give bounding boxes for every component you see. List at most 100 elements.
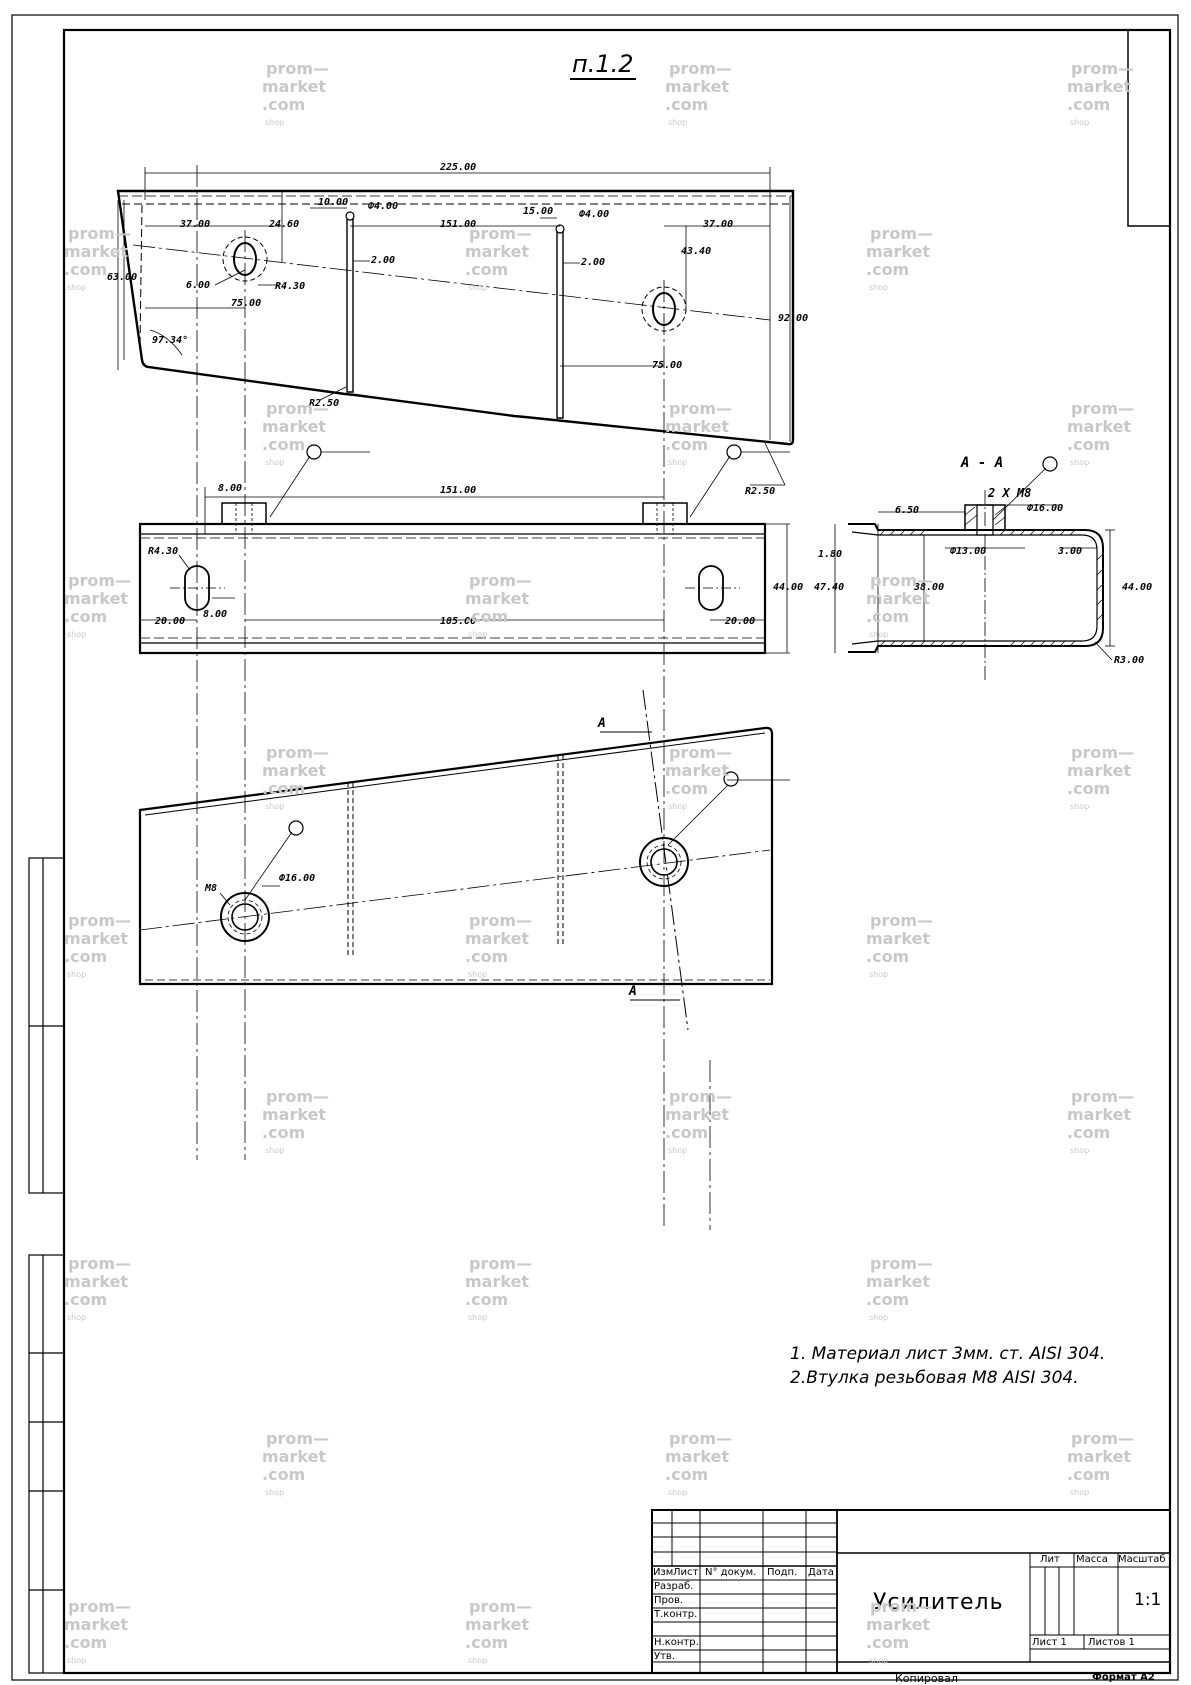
watermark-domain: .com xyxy=(1067,779,1111,798)
watermark-line-2: market xyxy=(665,1447,730,1466)
view-section-a-a xyxy=(834,456,1115,680)
watermark-line-1: prom— xyxy=(870,1597,934,1616)
section-mark-a-top: А xyxy=(598,716,606,731)
dim-37-a: 37.00 xyxy=(180,219,211,230)
watermark-line-1: prom— xyxy=(870,571,934,590)
watermark-line-2: market xyxy=(64,1615,129,1634)
watermark-domain: .com xyxy=(465,947,509,966)
watermark-domain: .com xyxy=(665,95,709,114)
watermark-line-1: prom— xyxy=(469,911,533,930)
watermark-domain: .com xyxy=(866,607,910,626)
watermark-line-1: prom— xyxy=(669,399,733,418)
watermark-suffix: shop xyxy=(1070,802,1090,811)
watermark-domain: .com xyxy=(465,260,509,279)
tb-role-approved: Утв. xyxy=(654,1651,675,1662)
watermark-line-2: market xyxy=(465,1272,530,1291)
watermark-domain: .com xyxy=(1067,1465,1111,1484)
watermark-line-2: market xyxy=(866,242,931,261)
tb-sheets-label: Листов 1 xyxy=(1088,1637,1135,1648)
watermark-line-2: market xyxy=(665,761,730,780)
view-blank xyxy=(116,165,795,1230)
dim-38: 38.00 xyxy=(914,582,945,593)
section-mark-a-bottom: А xyxy=(629,984,637,999)
dim-225: 225.00 xyxy=(440,162,477,173)
watermark-domain: .com xyxy=(465,1633,509,1652)
dim-44-a: 44.00 xyxy=(773,582,804,593)
watermark-line-1: prom— xyxy=(68,1254,132,1273)
sheet-title: п.1.2 xyxy=(570,50,636,80)
watermark-line-2: market xyxy=(465,589,530,608)
watermark-suffix: shop xyxy=(668,458,688,467)
technical-notes: 1. Материал лист 3мм. ст. AISI 304. 2.Вт… xyxy=(790,1342,1105,1390)
watermark-line-1: prom— xyxy=(870,911,934,930)
watermark-suffix: shop xyxy=(265,118,285,127)
watermark-line-1: prom— xyxy=(266,1087,330,1106)
watermark-suffix: shop xyxy=(265,802,285,811)
watermark-line-2: market xyxy=(262,77,327,96)
note-2: 2.Втулка резьбовая М8 AISI 304. xyxy=(790,1368,1079,1388)
watermark-domain: .com xyxy=(465,1290,509,1309)
tb-sheet-label: Лист 1 xyxy=(1032,1637,1067,1648)
dim-44-b: 44.00 xyxy=(1122,582,1153,593)
dim-r3: R3.00 xyxy=(1114,655,1145,666)
watermark-line-1: prom— xyxy=(669,59,733,78)
tb-role-developer: Разраб. xyxy=(654,1581,694,1592)
watermark-suffix: shop xyxy=(668,118,688,127)
dim-6-5: 6.50 xyxy=(895,505,920,516)
watermark-suffix: shop xyxy=(869,1313,889,1322)
watermark-line-2: market xyxy=(866,1272,931,1291)
watermark-line-2: market xyxy=(262,1105,327,1124)
tb-header-izm: Изм xyxy=(653,1567,674,1578)
watermark-line-2: market xyxy=(1067,761,1132,780)
watermark-line-1: prom— xyxy=(469,1597,533,1616)
dim-r2-5-b: R2.50 xyxy=(745,486,776,497)
watermark-line-2: market xyxy=(665,77,730,96)
watermark-line-1: prom— xyxy=(1071,743,1135,762)
watermark-domain: .com xyxy=(64,607,108,626)
watermark-suffix: shop xyxy=(869,1656,889,1665)
dim-47-4: 47.40 xyxy=(814,582,845,593)
dim-phi16-b: Ф16.00 xyxy=(279,873,316,884)
watermark-line-2: market xyxy=(1067,1447,1132,1466)
watermark-domain: .com xyxy=(866,260,910,279)
watermark-domain: .com xyxy=(262,779,306,798)
view-top xyxy=(138,444,790,655)
tb-role-ncontrol: Н.контр. xyxy=(654,1637,699,1648)
watermark-line-1: prom— xyxy=(68,1597,132,1616)
watermark-line-2: market xyxy=(262,1447,327,1466)
dim-92: 92.00 xyxy=(778,313,809,324)
tb-scale-value: 1:1 xyxy=(1134,1590,1162,1610)
dim-20-b: 20.00 xyxy=(725,616,756,627)
watermark-domain: .com xyxy=(262,1465,306,1484)
watermark-suffix: shop xyxy=(265,1488,285,1497)
view-front xyxy=(138,689,790,1031)
dim-r4-3-b: R4.30 xyxy=(148,546,179,557)
watermark-suffix: shop xyxy=(668,802,688,811)
watermark-suffix: shop xyxy=(468,283,488,292)
watermark-domain: .com xyxy=(1067,1123,1111,1142)
dim-angle: 97.34° xyxy=(152,335,189,346)
watermark-suffix: shop xyxy=(869,970,889,979)
watermark-line-2: market xyxy=(866,1615,931,1634)
